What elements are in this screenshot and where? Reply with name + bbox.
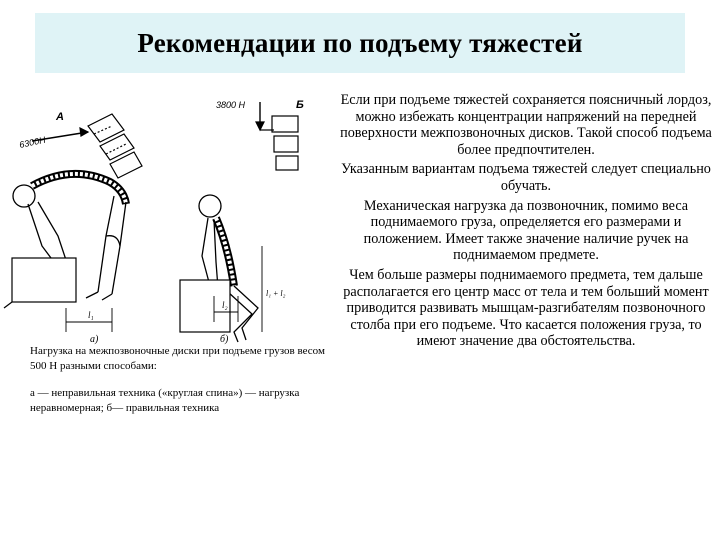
paragraph-4: Чем больше размеры поднимаемого предмета… <box>343 266 709 350</box>
dimension-l1-l2: l₁ + l₂ <box>266 289 286 298</box>
title-banner: Рекомендации по подъему тяжестей <box>35 13 685 73</box>
vertebra-diagram-b <box>255 102 299 171</box>
person-round-back <box>12 170 130 301</box>
dimension-l1: l₁ <box>88 310 94 320</box>
box-b <box>179 279 231 333</box>
subfigure-a-label: а) <box>90 334 99 345</box>
paragraph-1: Если при подъеме тяжестей сохраняется по… <box>340 92 712 158</box>
paragraph-2: Указанным вариантам подъема тяжестей сле… <box>341 161 711 194</box>
body-text: Если при подъеме тяжестей сохраняется по… <box>336 92 716 353</box>
caption-line-1: Нагрузка на межпозвоночные диски при под… <box>30 345 325 372</box>
label-a: А <box>55 111 64 123</box>
force-b-label: 3800 Н <box>216 100 246 110</box>
page-title: Рекомендации по подъему тяжестей <box>137 27 583 58</box>
dimension-lines <box>65 246 263 332</box>
caption-line-2: а — неправильная техника («круглая спина… <box>30 387 300 414</box>
dimension-l2: l₂ <box>222 300 228 310</box>
subfigure-b-label: б) <box>220 334 229 345</box>
label-b: Б <box>296 99 304 111</box>
force-a-label: 6300Н <box>18 135 47 150</box>
paragraph-3: Механическая нагрузка да позвоночник, по… <box>363 197 689 264</box>
vertebra-diagram-a <box>31 113 143 179</box>
figure-caption: Нагрузка на межпозвоночные диски при под… <box>30 344 330 426</box>
lifting-illustration: А 6300Н 3800 Н Б <box>3 99 304 345</box>
person-straight-back <box>198 194 259 343</box>
box-a <box>3 257 77 309</box>
